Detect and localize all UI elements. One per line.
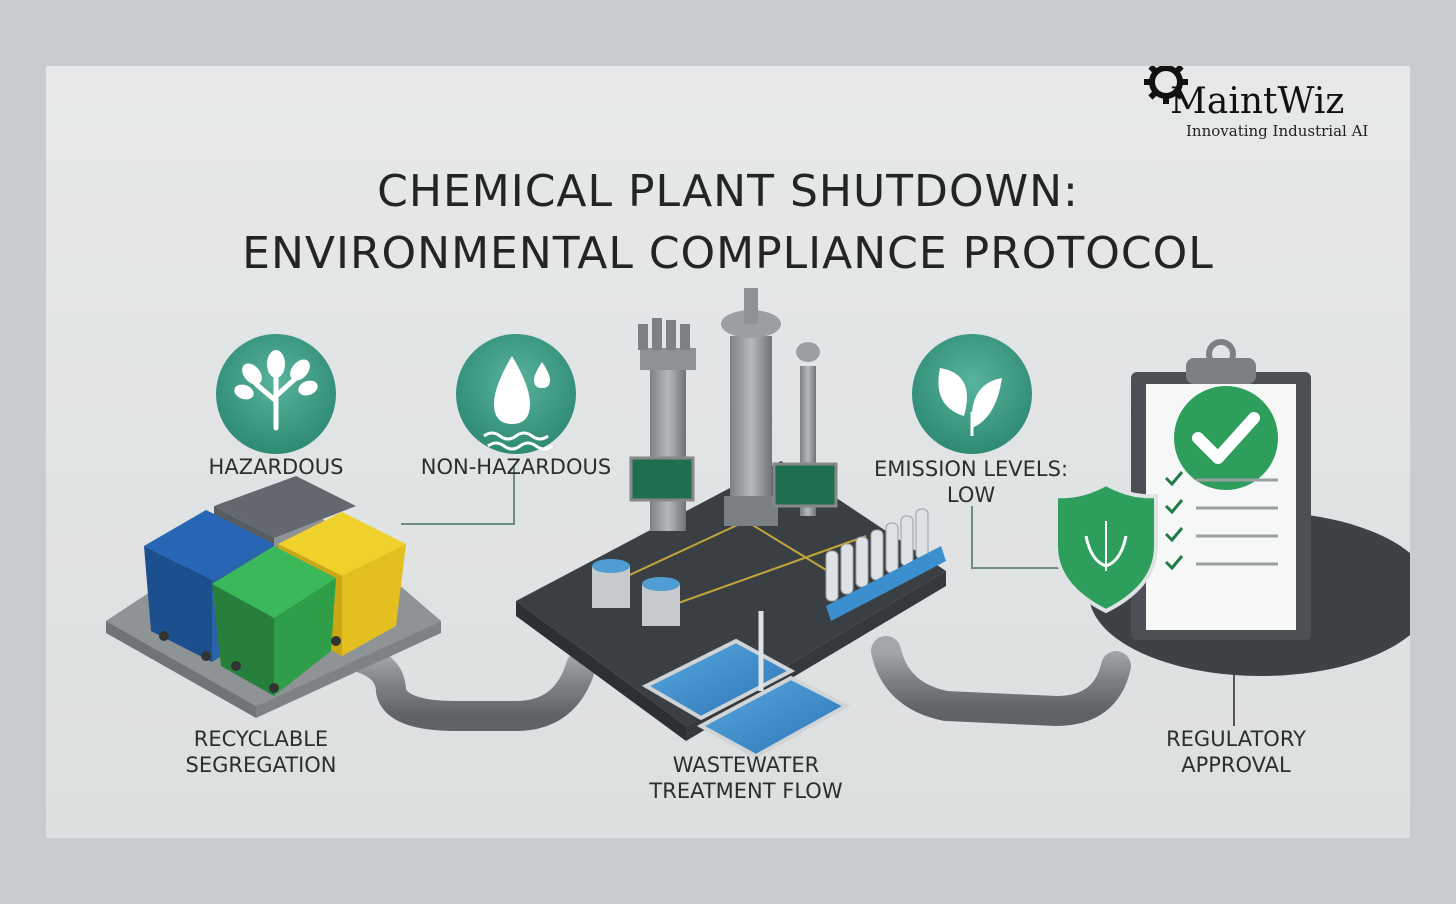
label-emission: EMISSION LEVELS: LOW <box>866 456 1076 508</box>
recycling-bins <box>106 476 441 718</box>
scene-illustration <box>106 66 1410 759</box>
connector-non-hazardous <box>401 466 515 525</box>
label-recyclable-line2: SEGREGATION <box>185 753 337 777</box>
label-hazardous: HAZARDOUS <box>208 455 344 479</box>
clipboard <box>1089 339 1410 676</box>
infographic-panel: MaintWiz Innovating Industrial AI CHEMIC… <box>46 66 1410 838</box>
leaf-icon <box>912 334 1032 454</box>
gear-icon <box>1144 66 1188 104</box>
label-recyclable-line1: RECYCLABLE <box>193 727 329 751</box>
chemical-plant <box>516 288 946 759</box>
label-emission-line2: LOW <box>946 483 996 507</box>
brand-tagline: Innovating Industrial AI <box>1186 122 1369 140</box>
label-wastewater-line2: TREATMENT FLOW <box>649 779 843 803</box>
label-regulatory-line2: APPROVAL <box>1181 753 1291 777</box>
connector-lines <box>401 466 1235 726</box>
page-title-line-2: ENVIRONMENTAL COMPLIANCE PROTOCOL <box>242 228 1214 279</box>
shield-icon <box>1054 481 1158 614</box>
connector-emission <box>971 506 1071 569</box>
pipeline <box>341 636 1131 731</box>
brand-name: MaintWiz <box>1170 81 1345 122</box>
tree-icon <box>216 334 336 454</box>
label-non-hazardous: NON-HAZARDOUS <box>420 455 612 479</box>
label-regulatory: REGULATORY APPROVAL <box>1131 726 1341 778</box>
water-drop-icon <box>456 334 576 454</box>
label-wastewater-line1: WASTEWATER <box>672 753 820 777</box>
page-title-line-1: CHEMICAL PLANT SHUTDOWN: <box>377 166 1079 217</box>
label-recyclable: RECYCLABLE SEGREGATION <box>156 726 366 778</box>
label-regulatory-line1: REGULATORY <box>1166 727 1306 751</box>
label-wastewater: WASTEWATER TREATMENT FLOW <box>616 752 876 804</box>
check-icon <box>1192 412 1260 464</box>
label-emission-line1: EMISSION LEVELS: <box>873 457 1069 481</box>
